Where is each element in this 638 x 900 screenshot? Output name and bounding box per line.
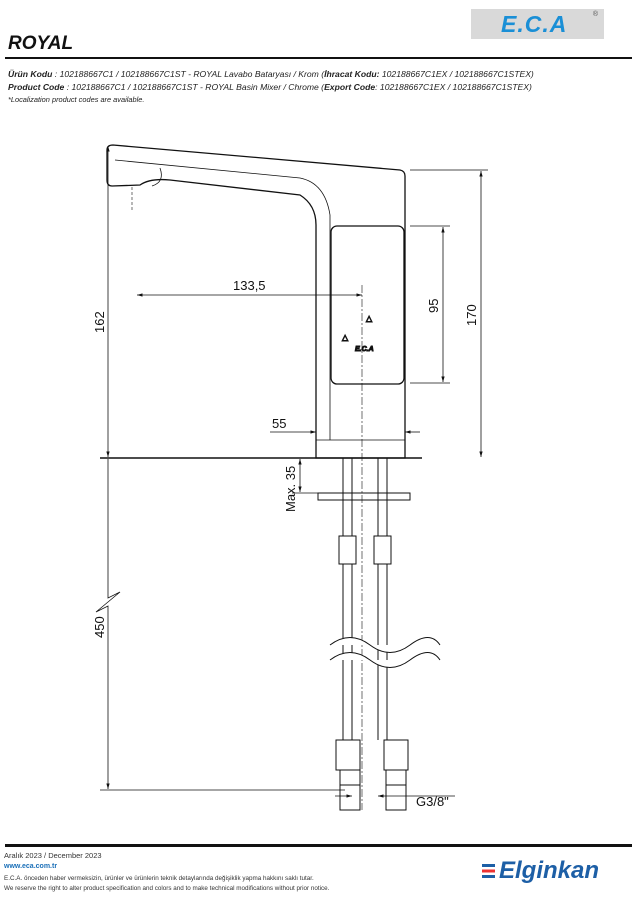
sensor-mark: △ — [366, 314, 373, 323]
label: Product Code — [8, 82, 65, 92]
label: Ürün Kodu — [8, 69, 53, 79]
footer-url[interactable]: www.eca.com.tr — [4, 863, 58, 870]
dim-max-thickness: Max. 35 — [283, 466, 298, 512]
hoses — [317, 457, 441, 811]
elginkan-logo: Elginkan — [482, 857, 599, 885]
faucet-body — [106, 144, 406, 459]
logo-text: E.C.A — [501, 11, 568, 37]
dim-connection: G3/8" — [416, 794, 449, 809]
export-value: : 102188667C1EX / 102188667C1STEX) — [375, 82, 532, 92]
header-divider — [5, 57, 632, 59]
export-value: 102188667C1EX / 102188667C1STEX) — [379, 69, 534, 79]
localization-note: *Localization product codes are availabl… — [8, 95, 145, 104]
value: : 102188667C1 / 102188667C1ST - ROYAL Ba… — [64, 82, 325, 92]
disclaimer-tr: E.C.A. önceden haber vermeksizin, ürünle… — [4, 875, 314, 882]
dimension-labels: 133,5 162 95 170 55 Max. 35 450 G3/8" — [92, 278, 479, 809]
export-label: İhracat Kodu: — [324, 69, 380, 79]
brand-name: Elginkan — [499, 857, 600, 884]
dim-base-width: 55 — [272, 416, 286, 431]
disclaimer-en: We reserve the right to alter product sp… — [4, 885, 330, 892]
product-code-tr: Ürün Kodu : 102188667C1 / 102188667C1ST … — [8, 69, 534, 79]
product-code-en: Product Code : 102188667C1 / 102188667C1… — [8, 82, 532, 92]
dimension-lines — [95, 146, 488, 798]
eca-logo: E.C.A ® — [471, 9, 604, 39]
footer-date: Aralık 2023 / December 2023 — [4, 851, 102, 860]
body-logo: E.C.A — [355, 346, 374, 353]
dim-spout-reach: 133,5 — [233, 278, 266, 293]
dim-spout-height: 162 — [92, 311, 107, 333]
registered-mark: ® — [592, 11, 598, 18]
value: : 102188667C1 / 102188667C1ST - ROYAL La… — [52, 69, 325, 79]
elginkan-mark-icon — [482, 864, 495, 878]
dim-hose-length: 450 — [92, 616, 107, 638]
export-label: Export Code — [324, 82, 376, 92]
dim-total-height: 170 — [464, 304, 479, 326]
page-title: ROYAL — [8, 33, 74, 54]
dim-panel-height: 95 — [426, 299, 441, 313]
footer-divider — [5, 844, 632, 847]
sensor-mark: △ — [342, 333, 349, 342]
